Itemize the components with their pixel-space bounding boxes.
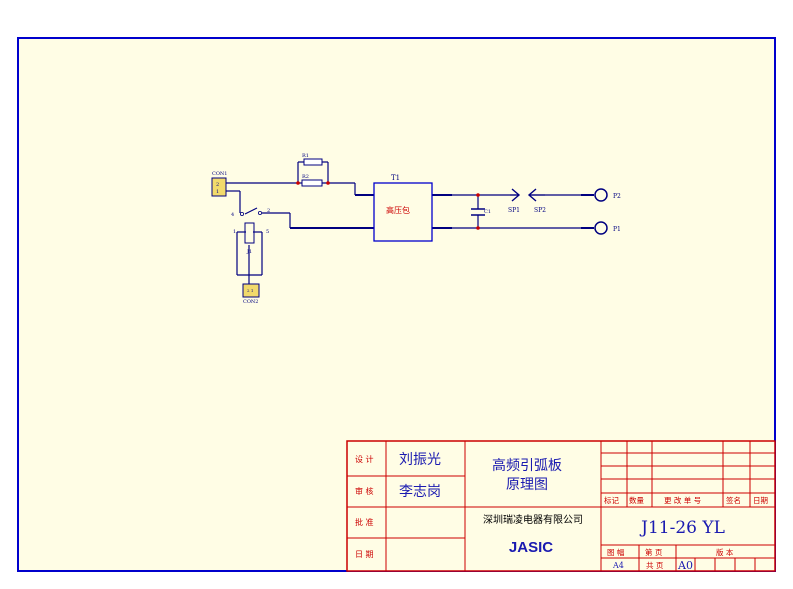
- con1-pin1: 1: [216, 189, 219, 195]
- p2-terminal: [594, 188, 608, 202]
- c1-ref: C1: [484, 209, 491, 215]
- version-value: A0: [677, 559, 693, 572]
- p1-ref: P1: [613, 226, 621, 233]
- j1-contact-2: [257, 210, 262, 215]
- sp2-ref: SP2: [534, 207, 546, 214]
- con1-connector: [211, 177, 227, 197]
- date-label: 日 期: [355, 550, 374, 559]
- t1-transformer: [373, 182, 433, 242]
- rev-mark-header: 标记: [604, 495, 619, 505]
- j1-pin5: 5: [266, 229, 269, 235]
- sheet-size-value: A4: [612, 561, 624, 570]
- j1-pin2: 2: [267, 208, 270, 214]
- p2-ref: P2: [613, 193, 621, 200]
- company-name: 深圳瑞凌电器有限公司: [483, 513, 583, 526]
- j1-coil: [244, 222, 255, 244]
- j1-pin4: 4: [231, 212, 234, 218]
- sp1-ref: SP1: [508, 207, 520, 214]
- con2-pins: 2 1: [247, 288, 253, 293]
- reviewer-name: 李志岗: [399, 484, 441, 500]
- drawing-title-line-2: 原理图: [506, 477, 548, 493]
- p1-terminal: [594, 221, 608, 235]
- rev-change-header: 更 改 单 号: [664, 495, 701, 505]
- junction-dots: [296, 181, 480, 230]
- drawing-title-line-1: 高频引弧板: [492, 457, 562, 474]
- r2-resistor: [301, 179, 323, 187]
- r1-resistor: [303, 158, 323, 166]
- r1-ref: R1: [302, 153, 309, 159]
- version-label: 版 本: [716, 547, 734, 557]
- j1-pin1: 1: [233, 229, 236, 235]
- t1-label: 高压包: [386, 205, 410, 215]
- sheet-no-label: 第 页: [645, 547, 663, 557]
- review-label: 审 核: [355, 486, 374, 496]
- con1-pin2: 2: [216, 182, 219, 188]
- rev-qty-header: 数量: [629, 495, 644, 505]
- title-block: 设 计 审 核 批 准 日 期 刘振光 李志岗 高频引弧板 原理图 深圳瑞凌电器…: [346, 440, 776, 572]
- rev-date-header: 日期: [753, 496, 768, 505]
- approve-label: 批 准: [355, 517, 374, 527]
- j1-ref: J1: [246, 249, 252, 255]
- switch-blade: [244, 207, 258, 215]
- design-label: 设 计: [355, 454, 374, 464]
- r2-ref: R2: [302, 174, 309, 180]
- total-sheets-label: 共 页: [646, 561, 664, 570]
- sheet-size-label: 图 幅: [607, 547, 625, 557]
- designer-name: 刘振光: [399, 452, 441, 468]
- t1-ref: T1: [391, 174, 400, 182]
- con2-ref: CON2: [243, 299, 258, 305]
- con1-ref: CON1: [212, 171, 227, 177]
- drawing-number: J11-26 YL: [639, 518, 725, 538]
- j1-contact-4: [239, 211, 244, 216]
- con2-connector: [242, 283, 260, 298]
- rev-sign-header: 签名: [726, 495, 741, 505]
- company-logo: JASIC: [509, 539, 553, 556]
